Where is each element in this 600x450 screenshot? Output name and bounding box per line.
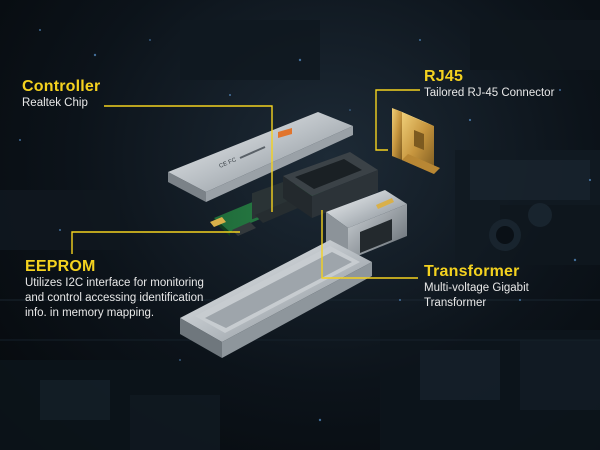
rj45-title: RJ45 bbox=[424, 68, 464, 85]
callout-lines bbox=[71, 89, 420, 279]
eeprom-description: Utilizes I2C interface for monitoring an… bbox=[25, 277, 204, 319]
rj45-description: Tailored RJ-45 Connector bbox=[424, 87, 555, 99]
controller-chip bbox=[255, 200, 298, 223]
eeprom-title: EEPROM bbox=[25, 258, 96, 275]
module-bottom-cage bbox=[180, 240, 372, 358]
transformer-callout-line bbox=[321, 210, 418, 279]
background-sparkles bbox=[19, 29, 592, 422]
controller-description: Realtek Chip bbox=[22, 97, 88, 109]
controller-callout-line bbox=[104, 105, 273, 212]
transformer-title: Transformer bbox=[424, 263, 520, 280]
eeprom-callout-line bbox=[71, 231, 240, 254]
rj45-callout: RJ45 Tailored RJ-45 Connector bbox=[424, 68, 554, 101]
transformer-block bbox=[283, 152, 378, 218]
rj45-gold-connector bbox=[392, 108, 440, 174]
transformer-description: Multi-voltage Gigabit Transformer bbox=[424, 282, 529, 309]
module-top-cover: CE FC bbox=[168, 112, 353, 202]
controller-callout: Controller Realtek Chip bbox=[22, 78, 100, 111]
background-circuit-board bbox=[0, 20, 600, 450]
eeprom-callout: EEPROM Utilizes I2C interface for monito… bbox=[25, 258, 205, 321]
controller-title: Controller bbox=[22, 78, 101, 95]
rj45-callout-line bbox=[375, 89, 420, 151]
transformer-callout: Transformer Multi-voltage Gigabit Transf… bbox=[424, 263, 564, 311]
